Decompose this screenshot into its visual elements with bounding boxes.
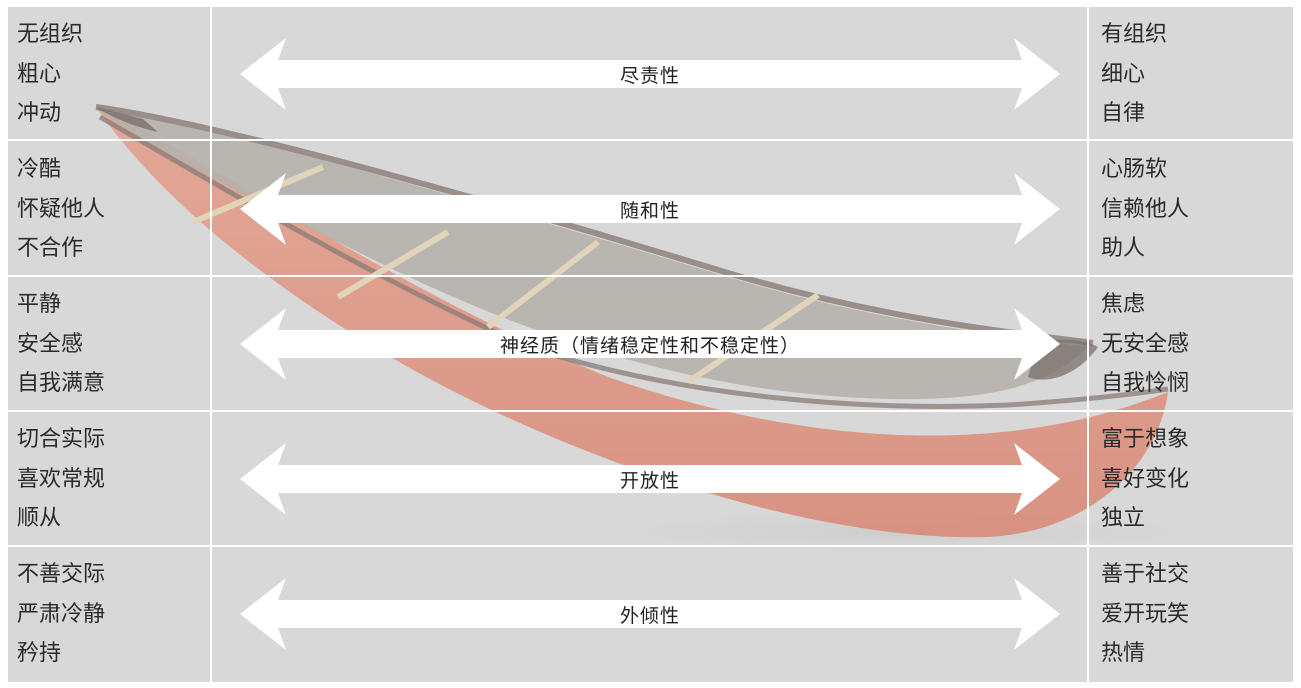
high-pole-terms: 心肠软 信赖他人 助人 <box>1101 142 1286 277</box>
row-divider <box>8 545 1293 547</box>
low-term: 冷酷 <box>17 157 62 183</box>
low-term: 自我满意 <box>17 370 106 396</box>
low-term: 粗心 <box>17 61 62 87</box>
low-term: 平静 <box>17 292 62 318</box>
trait-diagram: 无组织 粗心 冲动 尽责性 有组织 细心 自律 冷酷 怀疑他人 不合作 随和性 <box>8 7 1293 682</box>
high-term: 助人 <box>1101 235 1146 261</box>
double-arrow: 随和性 <box>240 173 1060 245</box>
canoe-image <box>95 104 1288 562</box>
double-arrow-icon <box>240 308 1060 380</box>
high-pole-terms: 有组织 细心 自律 <box>1101 7 1286 142</box>
low-term: 不善交际 <box>17 562 106 588</box>
grid-lines <box>8 7 1293 682</box>
double-arrow: 外倾性 <box>240 578 1060 650</box>
high-term: 喜好变化 <box>1101 466 1190 492</box>
trait-label: 尽责性 <box>619 64 680 87</box>
low-term: 矜持 <box>17 640 62 666</box>
trait-label: 随和性 <box>619 199 680 222</box>
high-pole-terms: 富于想象 喜好变化 独立 <box>1101 412 1286 547</box>
double-arrow: 开放性 <box>240 443 1060 515</box>
trait-row-extraversion: 不善交际 严肃冷静 矜持 外倾性 善于社交 爱开玩笑 热情 <box>8 547 1293 682</box>
high-term: 信赖他人 <box>1101 196 1190 222</box>
row-divider <box>8 410 1293 412</box>
high-term: 自我怜悯 <box>1101 370 1190 396</box>
low-term: 安全感 <box>17 331 84 357</box>
double-arrow-icon <box>240 578 1060 650</box>
trait-label: 开放性 <box>619 469 680 492</box>
double-arrow: 神经质（情绪稳定性和不稳定性） <box>240 308 1060 380</box>
high-pole-terms: 善于社交 爱开玩笑 热情 <box>1101 547 1286 682</box>
low-term: 无组织 <box>17 22 84 48</box>
double-arrow-icon <box>240 173 1060 245</box>
trait-label: 外倾性 <box>619 604 680 627</box>
row-divider <box>8 139 1293 141</box>
left-divider <box>210 7 212 682</box>
high-pole-terms: 焦虑 无安全感 自我怜悯 <box>1101 277 1286 412</box>
low-pole-terms: 冷酷 怀疑他人 不合作 <box>17 142 207 277</box>
low-term: 冲动 <box>17 100 62 126</box>
double-arrow-icon <box>240 38 1060 110</box>
high-term: 独立 <box>1101 505 1146 531</box>
low-term: 切合实际 <box>17 427 106 453</box>
high-term: 自律 <box>1101 100 1146 126</box>
row-divider <box>8 275 1293 277</box>
low-term: 怀疑他人 <box>17 196 106 222</box>
right-divider <box>1087 7 1089 682</box>
double-arrow-icon <box>240 443 1060 515</box>
high-term: 无安全感 <box>1101 331 1190 357</box>
trait-row-agreeableness: 冷酷 怀疑他人 不合作 随和性 心肠软 信赖他人 助人 <box>8 142 1293 277</box>
low-term: 严肃冷静 <box>17 601 106 627</box>
high-term: 心肠软 <box>1101 157 1168 183</box>
low-pole-terms: 切合实际 喜欢常规 顺从 <box>17 412 207 547</box>
high-term: 焦虑 <box>1101 292 1146 318</box>
trait-row-neuroticism: 平静 安全感 自我满意 神经质（情绪稳定性和不稳定性） 焦虑 无安全感 自我怜悯 <box>8 277 1293 412</box>
low-term: 顺从 <box>17 505 62 531</box>
trait-row-conscientiousness: 无组织 粗心 冲动 尽责性 有组织 细心 自律 <box>8 7 1293 142</box>
low-pole-terms: 不善交际 严肃冷静 矜持 <box>17 547 207 682</box>
high-term: 热情 <box>1101 640 1146 666</box>
high-term: 有组织 <box>1101 22 1168 48</box>
low-term: 不合作 <box>17 235 84 261</box>
trait-label: 神经质（情绪稳定性和不稳定性） <box>499 334 800 357</box>
high-term: 富于想象 <box>1101 427 1190 453</box>
low-pole-terms: 平静 安全感 自我满意 <box>17 277 207 412</box>
high-term: 细心 <box>1101 61 1146 87</box>
double-arrow: 尽责性 <box>240 38 1060 110</box>
low-pole-terms: 无组织 粗心 冲动 <box>17 7 207 142</box>
low-term: 喜欢常规 <box>17 466 106 492</box>
trait-row-openness: 切合实际 喜欢常规 顺从 开放性 富于想象 喜好变化 独立 <box>8 412 1293 547</box>
high-term: 善于社交 <box>1101 562 1190 588</box>
high-term: 爱开玩笑 <box>1101 601 1190 627</box>
